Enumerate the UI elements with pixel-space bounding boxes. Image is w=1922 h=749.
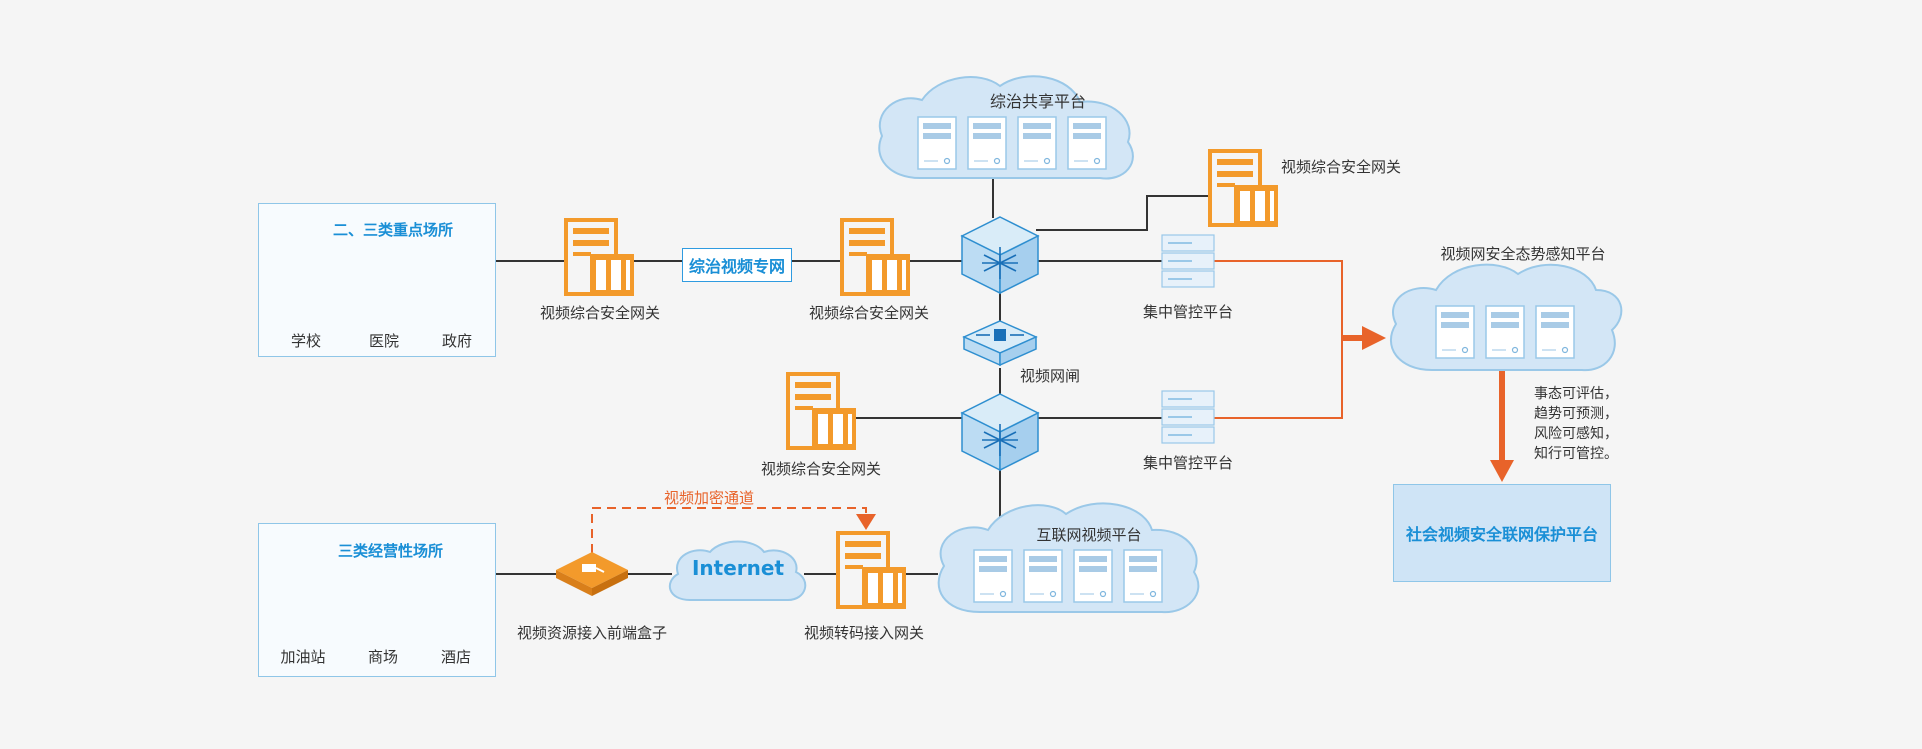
special-network-box[interactable]: 综治视频专网: [682, 248, 793, 282]
note-line: 风险可感知，: [1534, 426, 1618, 442]
internet-cloud: [668, 540, 807, 601]
switch-top-icon[interactable]: [961, 216, 1039, 294]
awareness-platform-label: 视频网安全态势感知平台: [1440, 245, 1606, 263]
arrow-to-awareness-icon: [1362, 326, 1386, 350]
place-gas-station-label: 加油站: [280, 648, 326, 666]
frontend-box-icon[interactable]: [556, 552, 628, 596]
protect-platform-box[interactable]: 社会视频安全联网保护平台: [1393, 484, 1611, 582]
encrypted-channel-path: [591, 507, 867, 553]
gateway-icon-4[interactable]: [786, 372, 858, 452]
arrow-down-icon: [1490, 460, 1514, 482]
gateway-icon-1[interactable]: [564, 218, 636, 298]
place-hotel-label: 酒店: [440, 648, 472, 666]
cloud-internet-video-platform: [937, 502, 1200, 614]
gateway-2-label: 视频综合安全网关: [808, 304, 930, 322]
place-government-label: 政府: [441, 332, 473, 350]
note-line: 知行可管控。: [1534, 446, 1618, 462]
group2-title: 三类经营性场所: [338, 542, 444, 560]
netgate-label: 视频网闸: [1020, 367, 1081, 385]
share-platform-label: 综治共享平台: [989, 92, 1087, 111]
connection-lines: [496, 178, 1208, 575]
note-line: 趋势可预测，: [1534, 406, 1618, 422]
note-line: 事态可评估，: [1534, 386, 1618, 402]
capability-notes: 事态可评估， 趋势可预测， 风险可感知， 知行可管控。: [1534, 384, 1618, 464]
gateway-icon-2[interactable]: [840, 218, 912, 298]
mgmt-feed-lines: [1212, 260, 1364, 419]
group1-title: 二、三类重点场所: [333, 221, 454, 239]
internet-video-platform-label: 互联网视频平台: [1036, 526, 1142, 544]
gateway-1-label: 视频综合安全网关: [539, 304, 661, 322]
mgmt-bottom-rack-icon[interactable]: [1161, 390, 1215, 444]
gateway-icon-3[interactable]: [1208, 149, 1280, 229]
cloud-share-platform: [878, 75, 1134, 180]
place-school-label: 学校: [290, 332, 322, 350]
cloud-awareness-platform: [1390, 263, 1623, 372]
mgmt-bottom-label: 集中管控平台: [1142, 454, 1234, 472]
protect-platform-label: 社会视频安全联网保护平台: [1405, 525, 1598, 544]
panel-business-places: [258, 523, 496, 677]
frontend-box-label: 视频资源接入前端盒子: [516, 624, 668, 642]
gateway-4-label: 视频综合安全网关: [760, 460, 882, 478]
mgmt-top-rack-icon[interactable]: [1161, 234, 1215, 288]
switch-bottom-icon[interactable]: [961, 393, 1039, 471]
panel-key-places: [258, 203, 496, 357]
internet-label: Internet: [691, 556, 785, 580]
netgate-icon[interactable]: [962, 320, 1038, 367]
transcode-gateway-label: 视频转码接入网关: [803, 624, 925, 642]
mgmt-top-label: 集中管控平台: [1142, 303, 1234, 321]
place-hospital-label: 医院: [368, 332, 400, 350]
encrypted-arrow-icon: [856, 514, 876, 530]
gateway-3-label: 视频综合安全网关: [1281, 158, 1402, 176]
encrypted-channel-label: 视频加密通道: [664, 489, 755, 507]
transcode-gateway-icon[interactable]: [836, 531, 908, 611]
place-mall-label: 商场: [367, 648, 399, 666]
